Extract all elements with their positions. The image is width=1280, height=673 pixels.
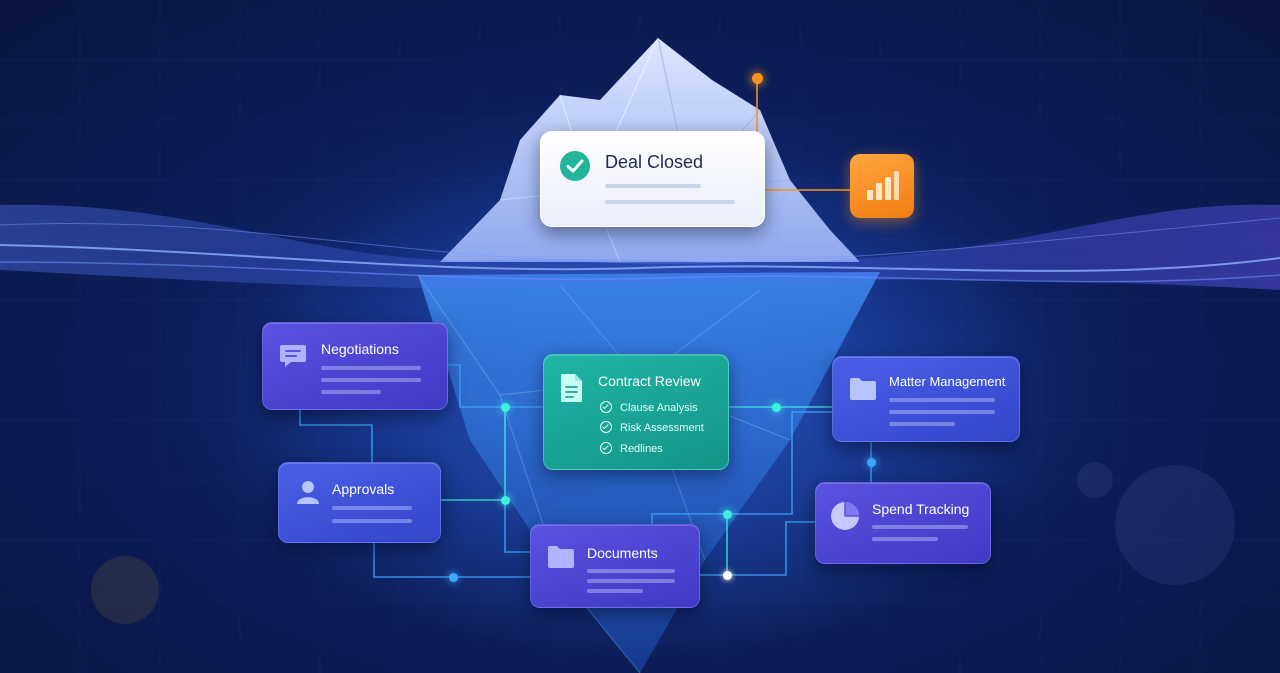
- deal-closed-title: Deal Closed: [605, 152, 704, 172]
- contract-review-title: Contract Review: [598, 373, 701, 389]
- connector-node: [866, 457, 876, 467]
- connector-node: [500, 495, 510, 505]
- placeholder-line: [605, 184, 701, 188]
- document-icon: [561, 374, 582, 402]
- analytics-tile[interactable]: [850, 154, 914, 218]
- bar-chart-icon: [867, 171, 899, 200]
- user-icon: [297, 481, 319, 504]
- contract-review-card[interactable]: Contract Review Clause Analysis Risk Ass…: [543, 354, 729, 470]
- check-icon: [600, 401, 612, 413]
- negotiations-card[interactable]: Negotiations: [262, 322, 448, 410]
- checklist-item: Redlines: [600, 442, 663, 455]
- connector-node: [500, 402, 510, 412]
- water-surface: [0, 204, 1280, 290]
- checklist-item: Risk Assessment: [600, 421, 704, 434]
- bokeh-light: [91, 556, 159, 624]
- check-icon: [600, 442, 612, 454]
- placeholder-line: [872, 525, 968, 529]
- spend-tracking-title: Spend Tracking: [872, 501, 970, 517]
- matter-management-title: Matter Management: [889, 374, 1006, 389]
- placeholder-line: [332, 519, 412, 523]
- chat-bubble-icon: [280, 345, 306, 367]
- placeholder-line: [587, 569, 675, 573]
- placeholder-line: [332, 506, 412, 510]
- placeholder-line: [587, 579, 675, 583]
- check-circle-icon: [560, 151, 590, 181]
- connector-node: [771, 402, 781, 412]
- placeholder-line: [587, 589, 643, 593]
- approvals-title: Approvals: [332, 481, 395, 497]
- documents-title: Documents: [587, 545, 658, 561]
- deal-closed-card[interactable]: Deal Closed: [540, 131, 765, 227]
- placeholder-line: [605, 200, 735, 204]
- placeholder-line: [321, 390, 381, 394]
- placeholder-line: [321, 366, 421, 370]
- spend-tracking-card[interactable]: Spend Tracking: [815, 482, 991, 564]
- connector-node: [448, 572, 458, 582]
- matter-management-card[interactable]: Matter Management: [832, 356, 1020, 442]
- placeholder-line: [889, 422, 955, 426]
- connector-node: [751, 72, 763, 84]
- bokeh-light: [1077, 462, 1113, 498]
- documents-card[interactable]: Documents: [530, 524, 700, 608]
- connector-node: [722, 509, 732, 519]
- placeholder-line: [889, 398, 995, 402]
- placeholder-line: [321, 378, 421, 382]
- bokeh-light: [1115, 465, 1235, 585]
- placeholder-line: [889, 410, 995, 414]
- folder-icon: [850, 378, 876, 400]
- pie-chart-icon: [831, 502, 859, 530]
- placeholder-line: [872, 537, 938, 541]
- connector-node: [722, 570, 732, 580]
- approvals-card[interactable]: Approvals: [278, 462, 441, 543]
- check-icon: [600, 421, 612, 433]
- folder-icon: [548, 546, 574, 568]
- negotiations-title: Negotiations: [321, 341, 399, 357]
- checklist-item: Clause Analysis: [600, 401, 698, 414]
